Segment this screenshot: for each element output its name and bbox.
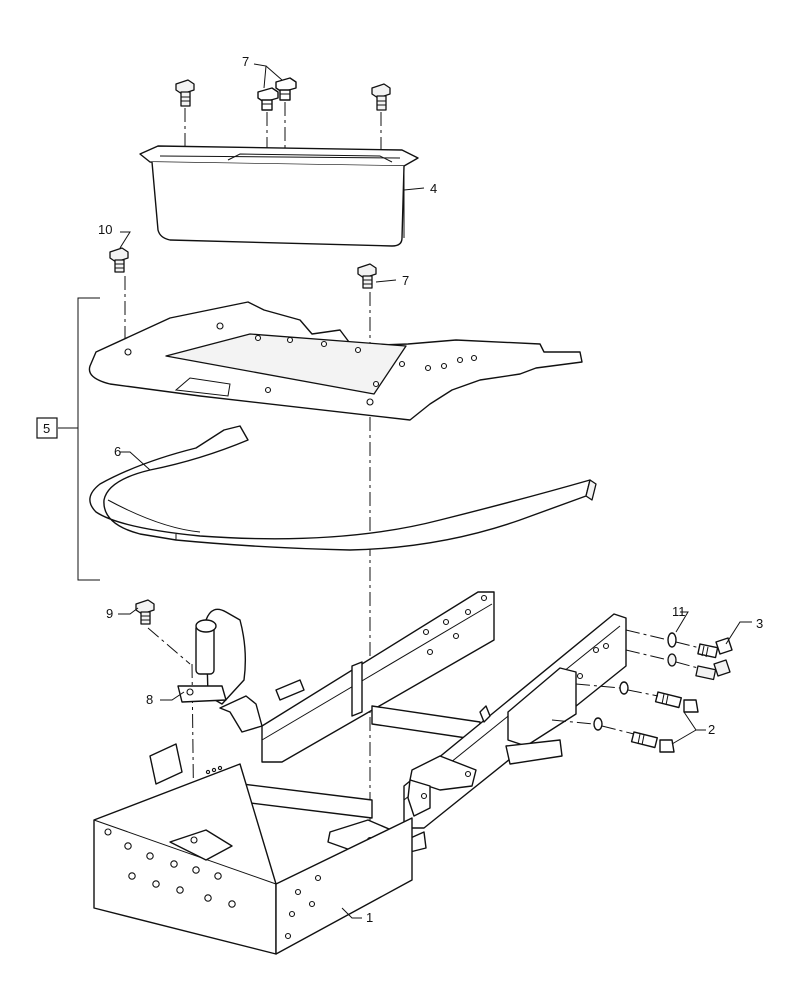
bolt-item-3-upper [697, 637, 733, 659]
callout-6: 6 [114, 444, 121, 459]
callout-9: 9 [106, 606, 113, 621]
mounting-plate [88, 301, 583, 421]
callout-4: 4 [430, 181, 437, 196]
callout-1: 1 [366, 910, 373, 925]
callout-7-top: 7 [242, 54, 249, 69]
bolt-item-3-lower [695, 659, 731, 681]
callout-5: 5 [43, 421, 50, 436]
top-bolt-left [175, 79, 195, 107]
bolt-item-2-lower [593, 717, 675, 753]
top-bolt-item7-a [257, 87, 279, 111]
callout-8: 8 [146, 692, 153, 707]
callout-11: 11 [672, 604, 686, 619]
callout-2: 2 [708, 722, 715, 737]
frame-item-1 [93, 591, 627, 955]
tray-item-4 [139, 145, 419, 247]
top-bolt-item7-b [275, 77, 297, 101]
callout-10: 10 [98, 222, 112, 237]
gasket-item-6 [89, 425, 597, 551]
bolt-item-7-plate [357, 263, 377, 289]
bolt-item-9 [135, 599, 155, 625]
group-5-bracket [77, 297, 100, 581]
callout-5-box [36, 417, 58, 439]
callout-3: 3 [756, 616, 763, 631]
top-bolt-right [371, 83, 391, 111]
callout-7-plate: 7 [402, 273, 409, 288]
bracket-item-8 [177, 608, 247, 705]
bolt-item-10 [109, 247, 129, 273]
bolt-item-2-upper [619, 681, 699, 713]
washer-item-11 [667, 632, 677, 667]
